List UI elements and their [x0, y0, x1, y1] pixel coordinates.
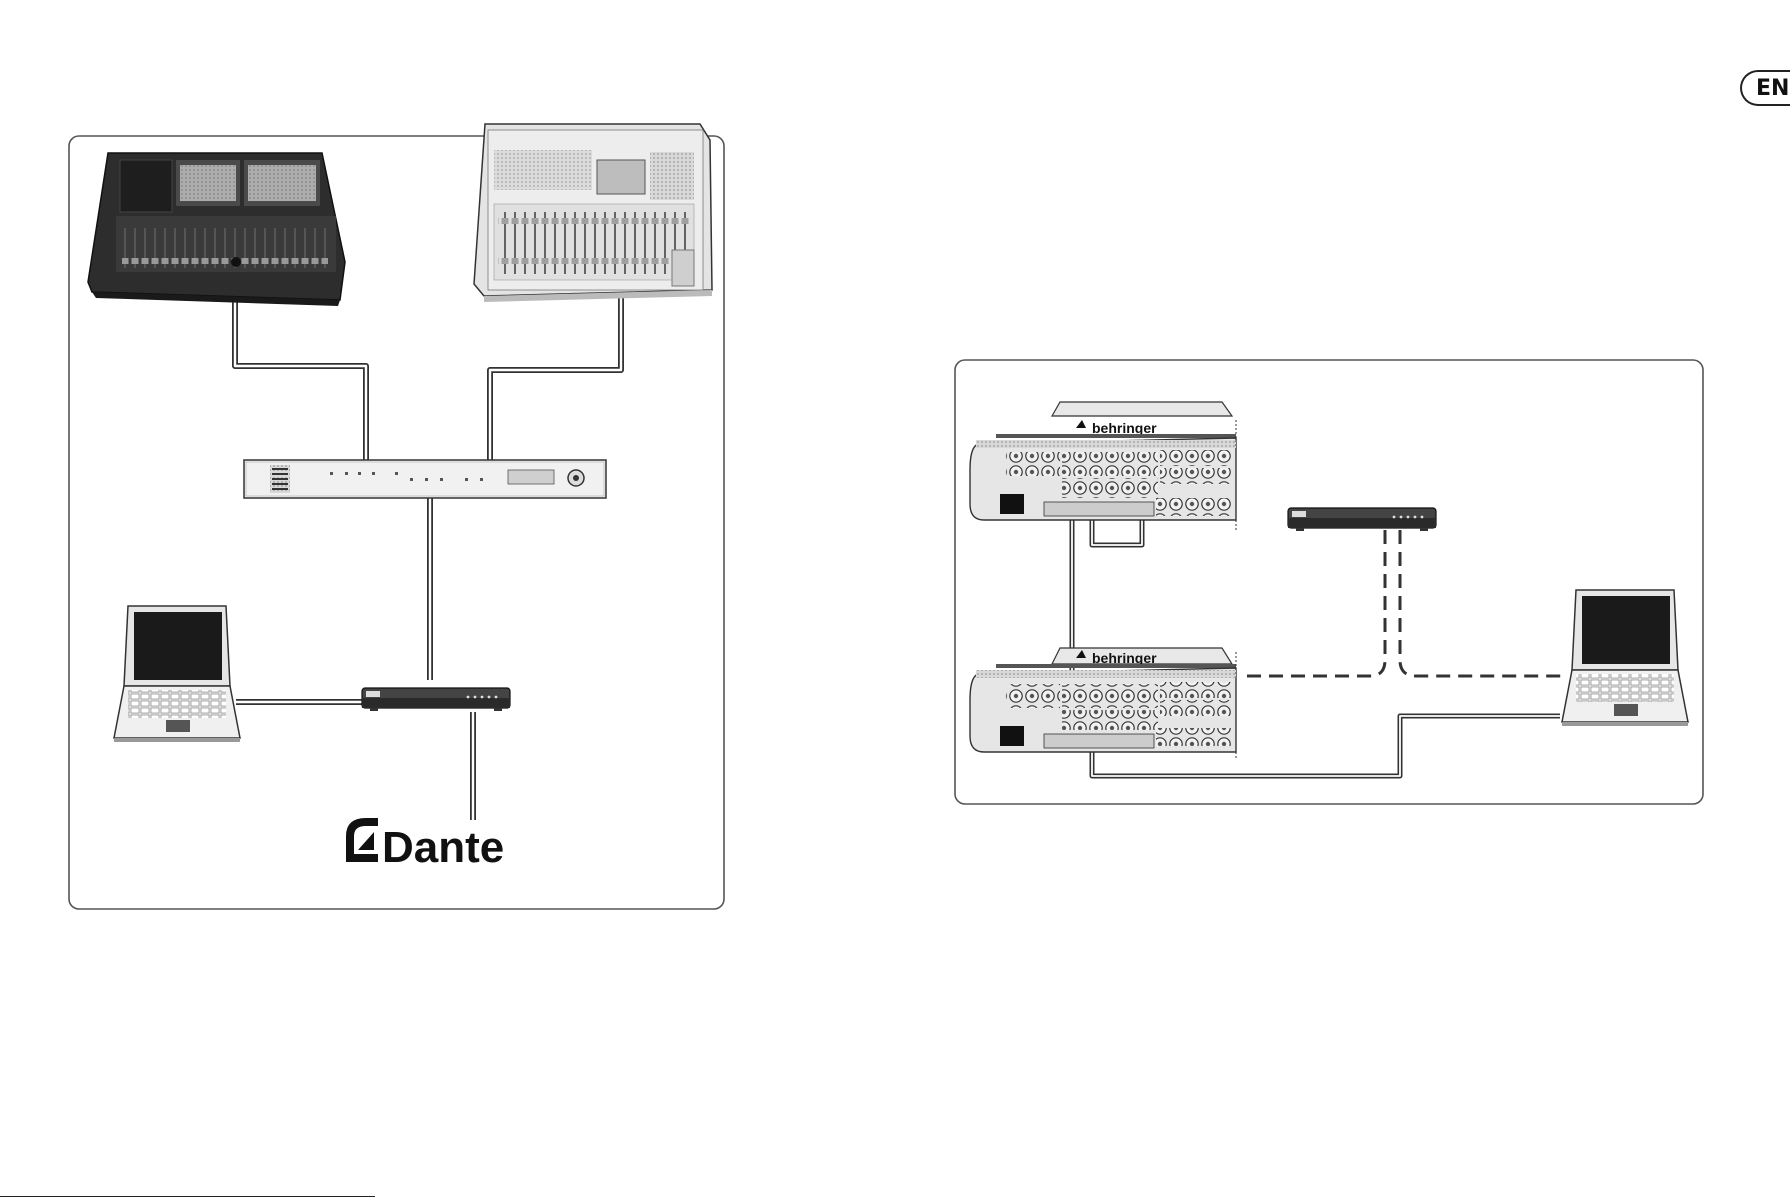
dante-logo: Dante — [346, 818, 504, 872]
dashed-link-switch-to-lower-mixer — [1240, 530, 1385, 676]
brand-label: behringer — [1092, 420, 1157, 436]
mixer-rear-panel-lower: behringer — [970, 648, 1236, 760]
network-switch-right — [1288, 508, 1436, 531]
laptop-right — [1562, 590, 1688, 726]
right-diagram: behringer behringer — [955, 360, 1703, 804]
laptop-left — [114, 606, 240, 742]
dante-logo-text: Dante — [382, 823, 504, 872]
cable-light-console-to-interface — [490, 298, 621, 460]
left-cables — [235, 298, 621, 820]
dashed-link-switch-to-laptop — [1400, 530, 1565, 676]
brand-label: behringer — [1092, 650, 1157, 666]
cable-dark-console-to-interface — [235, 298, 366, 460]
laptop-screen — [134, 612, 222, 680]
network-switch-left — [362, 688, 510, 711]
footer-rule — [0, 1196, 375, 1197]
rack-network-interface — [244, 460, 606, 498]
light-mixing-console — [474, 124, 712, 302]
laptop-screen — [1582, 596, 1670, 664]
dark-mixing-console — [88, 153, 345, 306]
left-diagram: Dante — [69, 124, 724, 909]
right-dashed-links — [1240, 530, 1565, 676]
console-screen — [597, 160, 645, 194]
console-screen — [120, 160, 172, 212]
mixer-rear-panel-upper: behringer — [970, 402, 1236, 530]
